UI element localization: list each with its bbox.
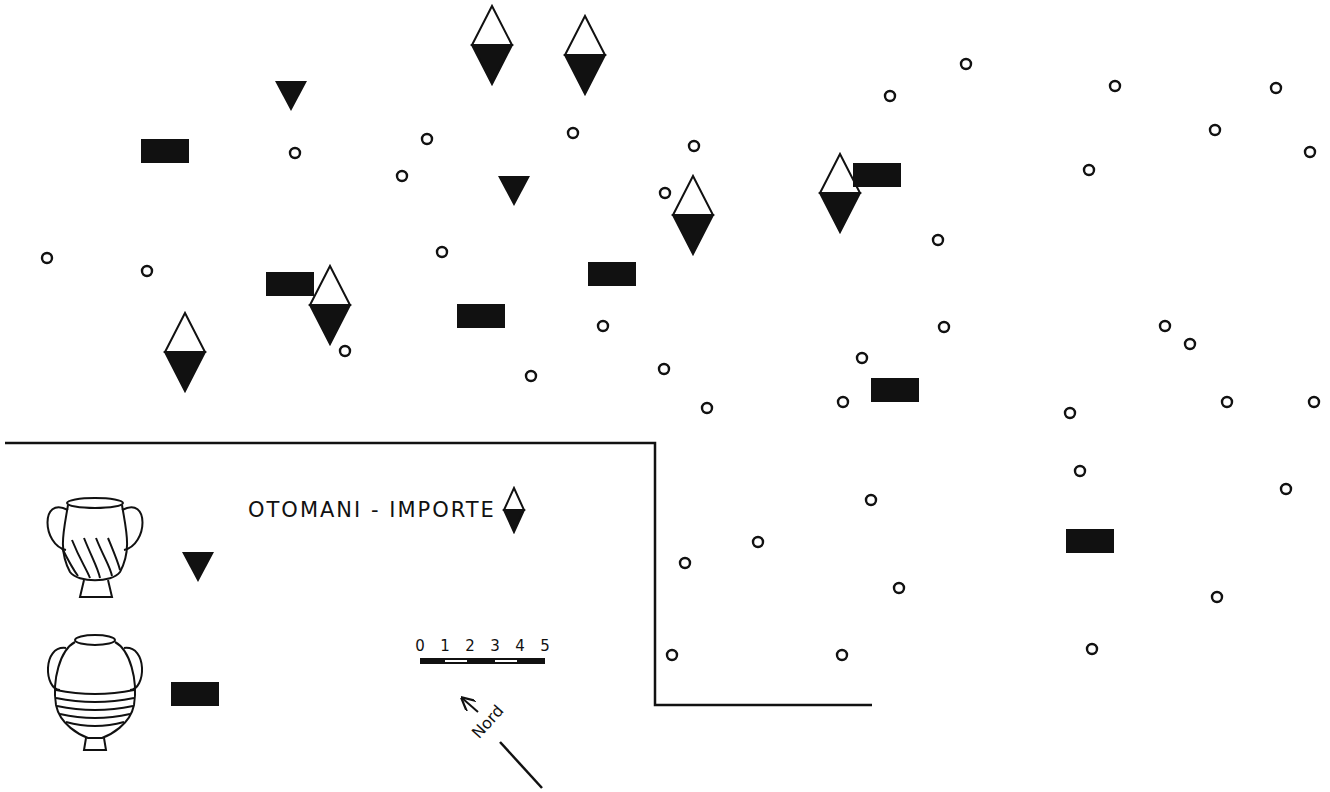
pit-circle (659, 364, 669, 374)
pit-circle (568, 128, 578, 138)
import-diamond (472, 6, 512, 84)
jar-rectangle (1066, 529, 1114, 553)
pit-circle (422, 134, 432, 144)
scale-number: 1 (440, 639, 450, 654)
pit-circle (667, 650, 677, 660)
jar-rectangle (853, 163, 901, 187)
cup-triangle (182, 552, 214, 582)
scale-number: 3 (490, 639, 500, 654)
pit-circle (660, 188, 670, 198)
import-diamond (565, 16, 605, 94)
pit-circle (939, 322, 949, 332)
pit-circle (866, 495, 876, 505)
legend-entry: OTOMANI - IMPORTE (248, 486, 526, 534)
pit-circle (1160, 321, 1170, 331)
pit-circle (42, 253, 52, 263)
jar-rectangle (871, 378, 919, 402)
pit-circle (1271, 83, 1281, 93)
pit-circle (961, 59, 971, 69)
pit-circle (290, 148, 300, 158)
scale-number: 2 (465, 639, 475, 654)
scale-number: 4 (515, 639, 525, 654)
jar-rectangle (588, 262, 636, 286)
pit-circle (1084, 165, 1094, 175)
north-arrow (462, 698, 542, 788)
vessel-drawings (48, 498, 143, 750)
pit-circle (1065, 408, 1075, 418)
pit-circle (680, 558, 690, 568)
pit-circle (885, 91, 895, 101)
pit-circle (1210, 125, 1220, 135)
legend-text: OTOMANI - IMPORTE (248, 498, 496, 522)
pit-circle (598, 321, 608, 331)
pit-circle (526, 371, 536, 381)
jar-rectangle (457, 304, 505, 328)
pit-circle (340, 346, 350, 356)
vessel-drawing (48, 498, 143, 597)
vessel-drawing (48, 635, 142, 750)
pit-circle (1185, 339, 1195, 349)
trench-edge (5, 443, 872, 705)
pit-circle (437, 247, 447, 257)
import-diamond (310, 266, 350, 344)
jar-rectangle (266, 272, 314, 296)
pit-circle (702, 403, 712, 413)
pit-circle (837, 650, 847, 660)
pit-circle (1222, 397, 1232, 407)
pit-circle (1075, 466, 1085, 476)
cup-triangle (498, 176, 530, 206)
pit-circle (933, 235, 943, 245)
pit-circle (838, 397, 848, 407)
scale-bar (420, 658, 545, 664)
pit-circle (142, 266, 152, 276)
pit-circle (1309, 397, 1319, 407)
import-diamond (673, 176, 713, 254)
pit-circle (1110, 81, 1120, 91)
pit-circle (1305, 147, 1315, 157)
pit-circle (894, 583, 904, 593)
pit-circle (1281, 484, 1291, 494)
pit-circle (753, 537, 763, 547)
jar-rectangle (141, 139, 189, 163)
jar-rectangle (171, 682, 219, 706)
scale-number: 5 (540, 639, 550, 654)
legend-diamond (502, 486, 526, 534)
scale-number: 0 (415, 639, 425, 654)
pit-circle (857, 353, 867, 363)
find-symbols (42, 6, 1319, 706)
import-diamond (165, 313, 205, 391)
pit-circle (1087, 644, 1097, 654)
pit-circle (1212, 592, 1222, 602)
pit-circle (689, 141, 699, 151)
pit-circle (397, 171, 407, 181)
cup-triangle (275, 81, 307, 111)
